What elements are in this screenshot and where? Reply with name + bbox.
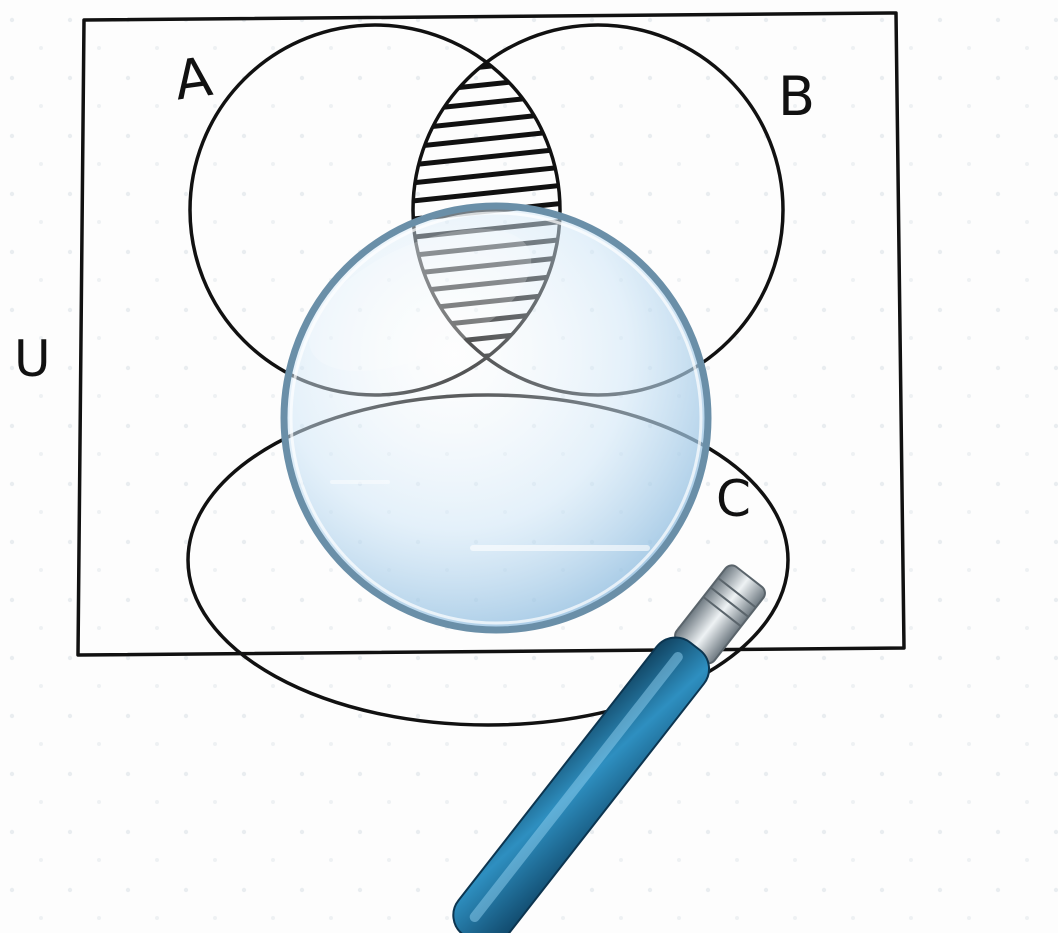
universe-label: U [14, 330, 51, 388]
set-b-label: B [778, 65, 815, 128]
set-c-label: C [716, 470, 751, 528]
